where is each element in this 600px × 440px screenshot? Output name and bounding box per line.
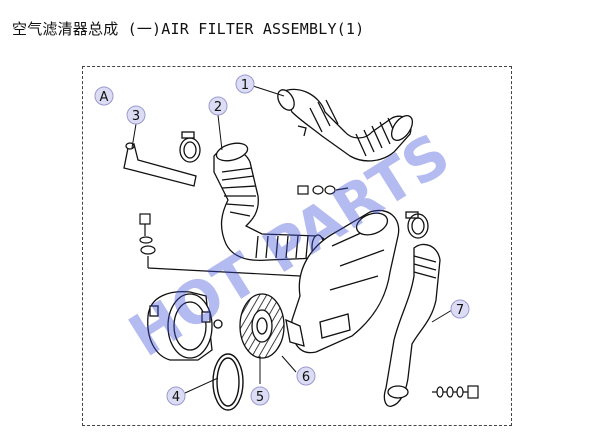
leader-lines [131, 85, 453, 394]
page-title: 空气滤清器总成 (一)AIR FILTER ASSEMBLY(1) [12, 20, 365, 38]
air-filter-housing [285, 209, 400, 354]
callout-7: 7 [450, 299, 470, 319]
hose-clamp [405, 211, 429, 239]
filter-element [239, 293, 285, 359]
intake-hose-upper [277, 88, 414, 162]
callout-3: 3 [126, 105, 146, 125]
filter-cover [147, 290, 223, 361]
gasket-ring [212, 353, 244, 411]
svg-text:5: 5 [256, 390, 264, 405]
section-label-a: A [94, 86, 114, 106]
diagram-frame [82, 66, 512, 426]
svg-text:A: A [100, 90, 109, 105]
svg-text:4: 4 [172, 390, 180, 405]
bolt-stack [297, 185, 349, 195]
svg-text:2: 2 [214, 100, 222, 115]
svg-text:7: 7 [456, 303, 464, 318]
bolt-stack [139, 213, 301, 277]
svg-text:3: 3 [132, 109, 140, 124]
callout-6: 6 [296, 366, 316, 386]
callout-1: 1 [235, 74, 255, 94]
callout-2: 2 [208, 96, 228, 116]
callout-5: 5 [250, 386, 270, 406]
svg-text:1: 1 [241, 78, 249, 93]
svg-text:6: 6 [302, 370, 310, 385]
hose-clamp [179, 131, 201, 163]
callout-4: 4 [166, 386, 186, 406]
outlet-hose [383, 243, 441, 407]
breather-tube [123, 142, 197, 187]
bolt-stack [432, 385, 479, 399]
